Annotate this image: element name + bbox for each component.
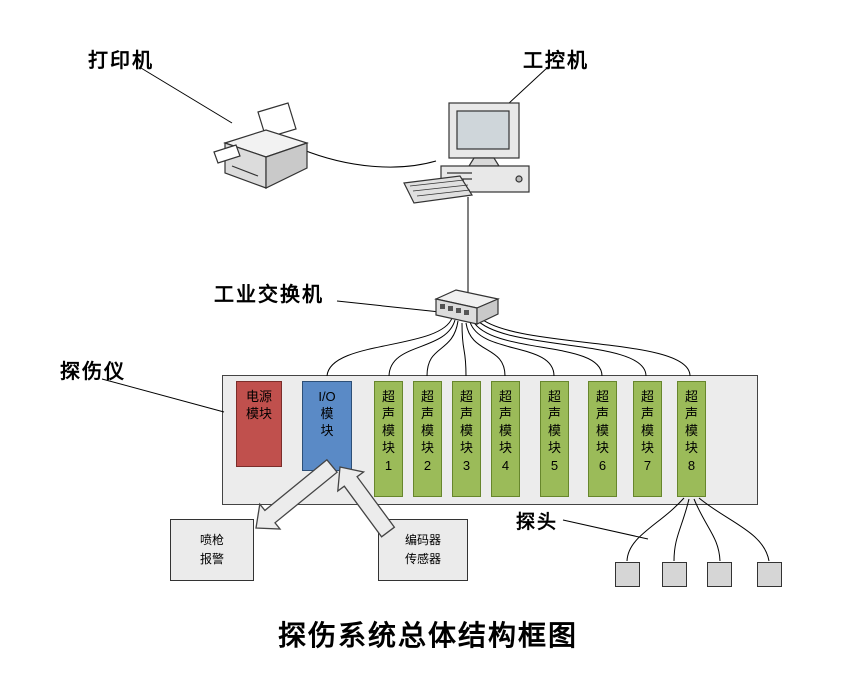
switch-u5-line	[469, 321, 555, 377]
switch-u6-line	[472, 320, 603, 377]
printer-slot	[231, 165, 259, 177]
probe-line-3	[693, 498, 721, 562]
printer-out-paper	[213, 144, 241, 164]
probe-square-4	[757, 562, 782, 587]
probe-square-1	[615, 562, 640, 587]
ultrasonic-module-8: 超 声 模 块 8	[677, 381, 706, 497]
switch-label-line	[336, 300, 441, 313]
probe-line-1	[626, 497, 685, 562]
computer-case	[440, 165, 530, 193]
io-module-box: I/O 模 块	[302, 381, 352, 471]
computer-icon	[403, 102, 530, 204]
monitor-body	[448, 102, 520, 159]
probe-square-3	[707, 562, 732, 587]
probe-label: 探头	[516, 512, 559, 533]
ultrasonic-module-7: 超 声 模 块 7	[633, 381, 662, 497]
keyboard-keys	[409, 179, 471, 197]
probe-label-line	[562, 519, 649, 540]
monitor-stand	[467, 157, 501, 167]
printer-computer-line	[300, 148, 437, 168]
switch-label: 工业交换机	[214, 284, 324, 306]
switch-io-line	[326, 317, 453, 377]
switch-top	[434, 289, 500, 309]
diagram-title: 探伤系统总体结构框图	[277, 620, 578, 651]
switch-u8-line	[478, 316, 691, 377]
switch-u3-line	[461, 322, 467, 377]
switch-icon	[434, 289, 500, 325]
probe-line-4	[698, 497, 770, 562]
ultrasonic-module-3: 超 声 模 块 3	[452, 381, 481, 497]
monitor-screen	[456, 110, 510, 150]
detector-label: 探伤仪	[60, 361, 126, 383]
ultrasonic-module-1: 超 声 模 块 1	[374, 381, 403, 497]
switch-ports	[440, 304, 469, 315]
switch-u2-line	[426, 320, 459, 377]
switch-u7-line	[475, 318, 647, 377]
ultrasonic-module-5: 超 声 模 块 5	[540, 381, 569, 497]
power-module-box: 电源 模块	[236, 381, 282, 467]
spray-alarm-box: 喷枪 报警	[170, 519, 254, 581]
printer-icon	[213, 102, 309, 189]
computer-label: 工控机	[523, 50, 589, 72]
printer-front	[224, 142, 267, 189]
printer-label: 打印机	[88, 50, 154, 72]
printer-paper	[257, 102, 297, 139]
switch-side	[476, 298, 499, 325]
case-vents	[447, 172, 472, 180]
power-button	[515, 175, 523, 183]
ultrasonic-module-2: 超 声 模 块 2	[413, 381, 442, 497]
switch-u1-line	[388, 319, 456, 377]
encoder-sensor-box: 编码器 传感器	[378, 519, 468, 581]
ultrasonic-module-4: 超 声 模 块 4	[491, 381, 520, 497]
switch-front	[435, 298, 478, 325]
probe-line-2	[673, 498, 690, 562]
printer-top	[223, 129, 309, 158]
printer-label-line	[140, 67, 233, 124]
probe-square-2	[662, 562, 687, 587]
switch-u4-line	[465, 322, 506, 377]
printer-side	[265, 142, 308, 189]
keyboard	[403, 175, 474, 204]
ultrasonic-module-6: 超 声 模 块 6	[588, 381, 617, 497]
